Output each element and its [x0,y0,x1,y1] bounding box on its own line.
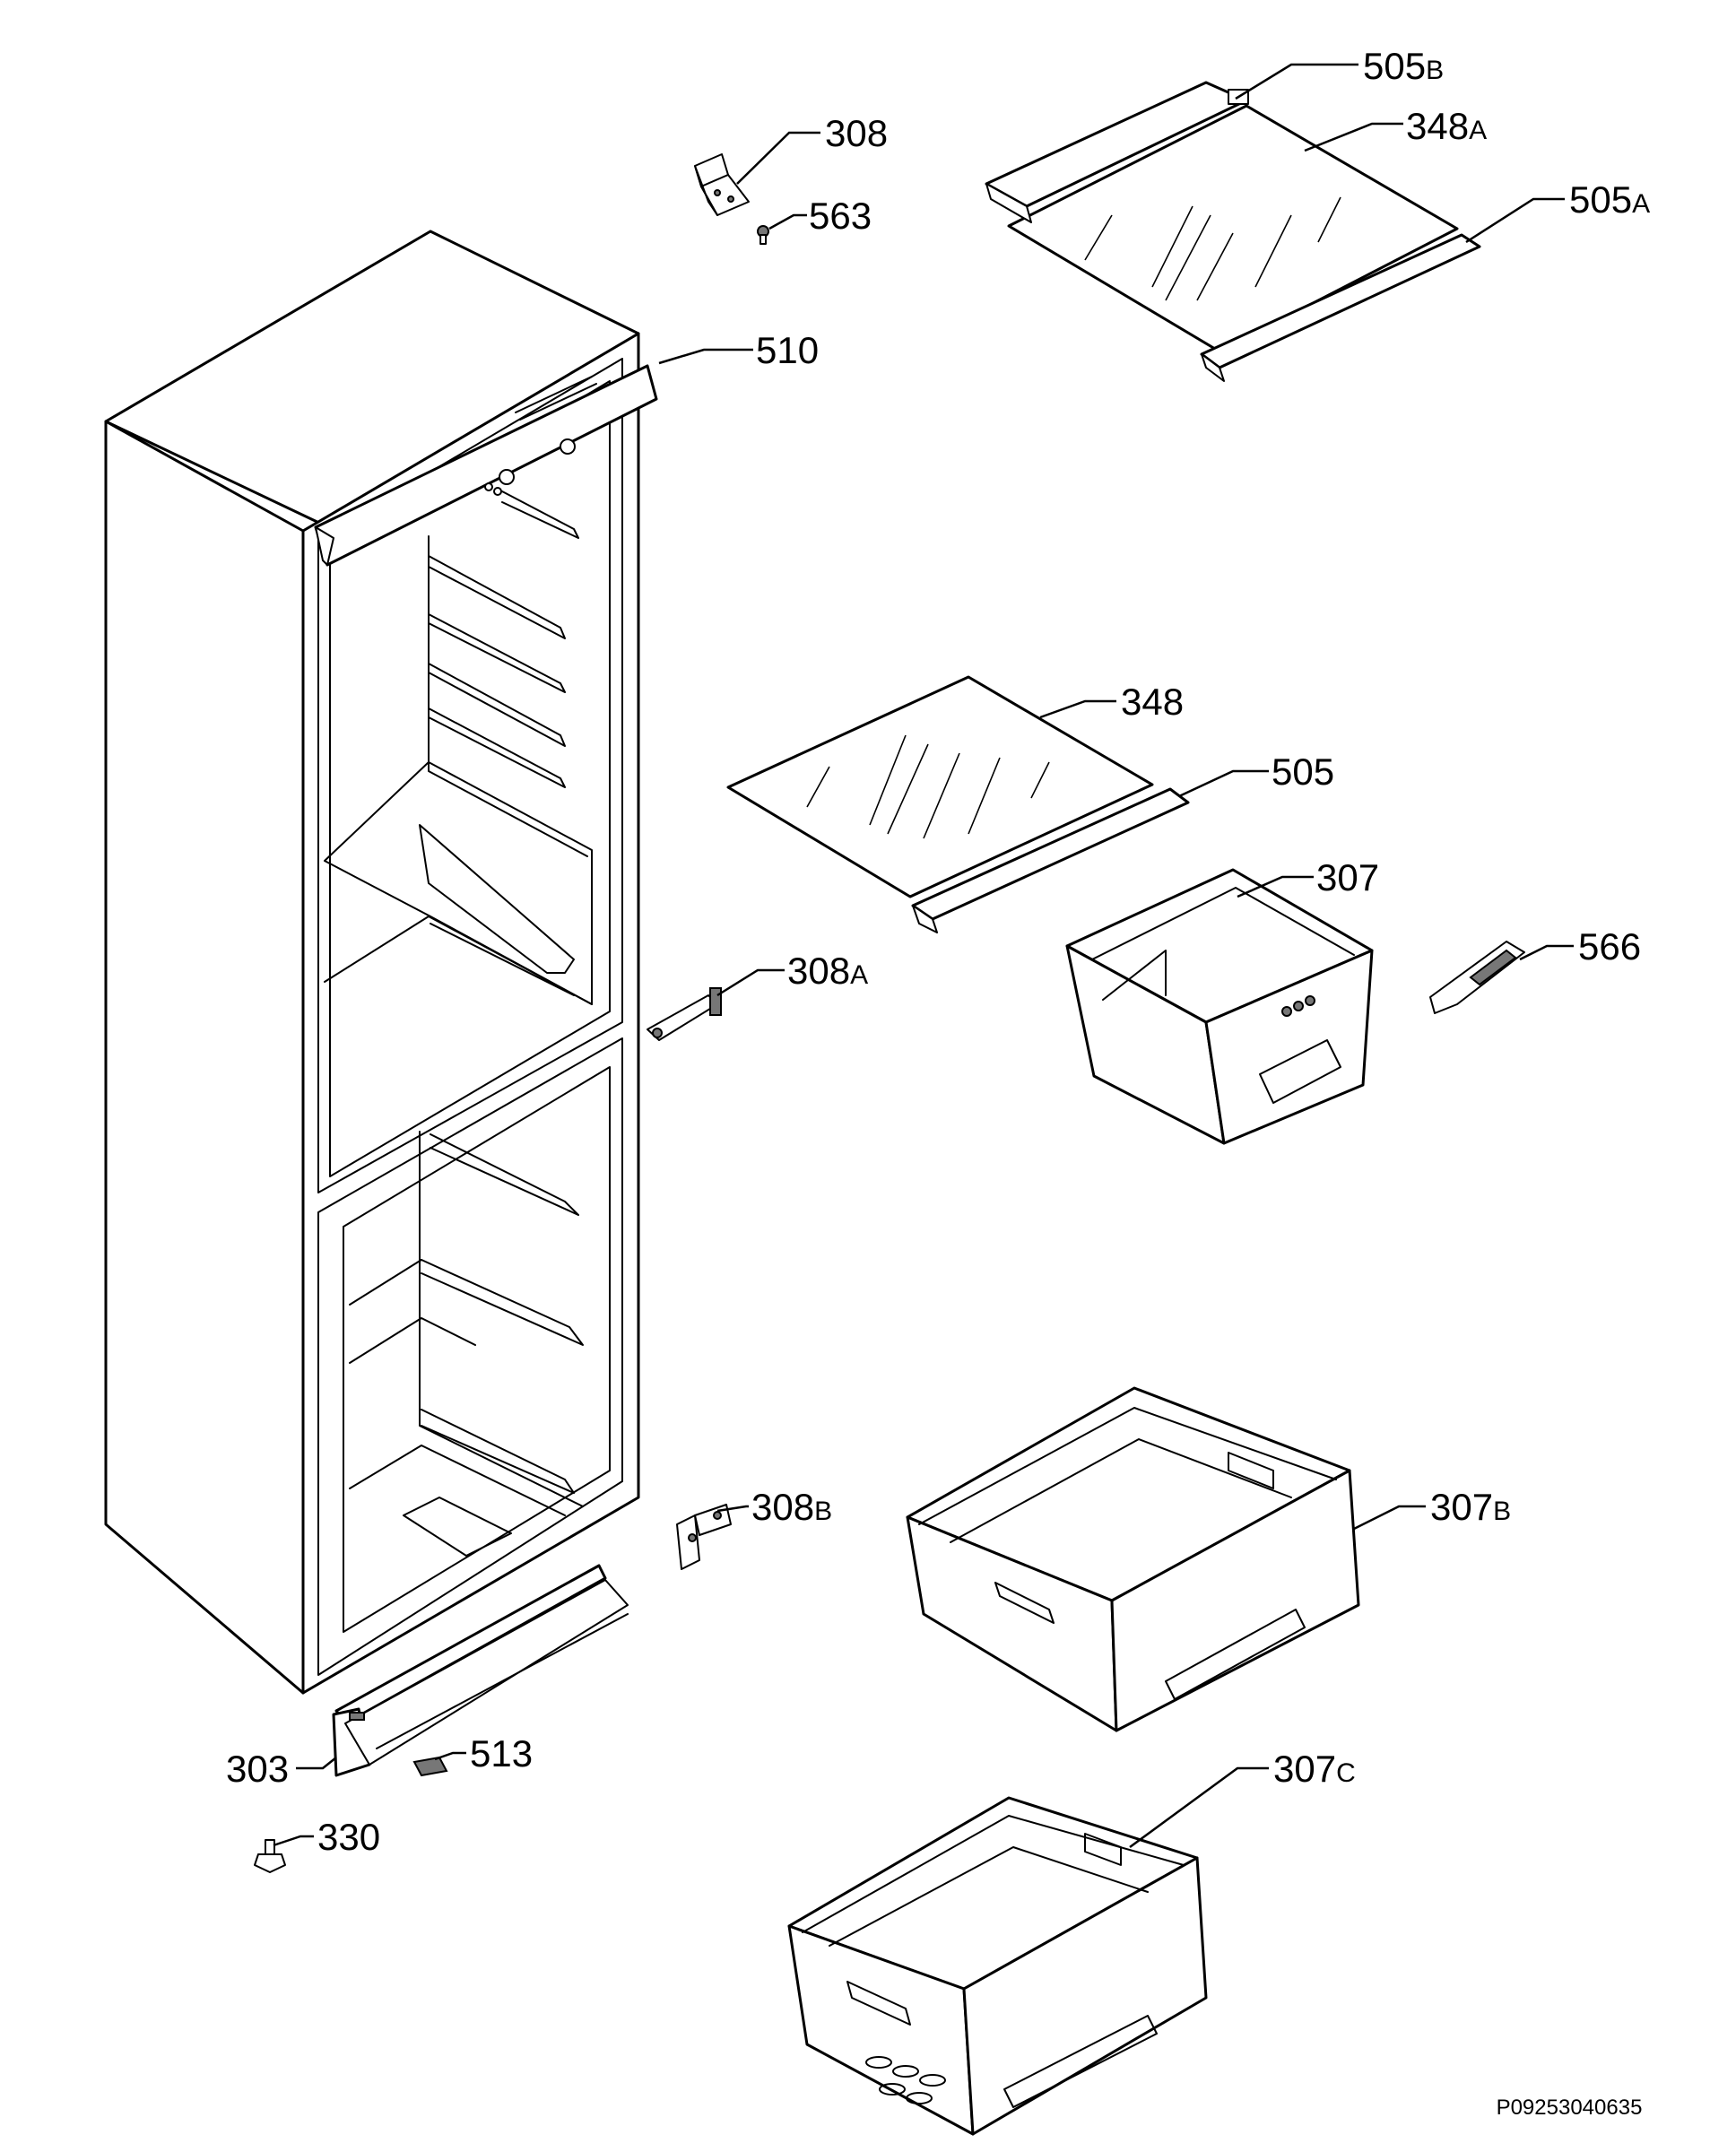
label-505a: 505A [1569,178,1650,221]
crisper-drawer-307 [1065,868,1374,1145]
shelf-rail-505 [911,787,1190,933]
drawing-code: P09253040635 [1497,2096,1643,2120]
hinge-308b [676,1504,732,1570]
label-563: 563 [809,195,872,237]
glass-shelf-348 [726,675,1154,898]
fridge-cabinet [104,230,658,1695]
label-348a: 348A [1406,105,1487,147]
label-348: 348 [1121,681,1184,723]
label-330: 330 [317,1816,380,1858]
shelf-rail-505a [1200,233,1481,382]
hinge-308a [647,987,722,1041]
label-307b: 307B [1430,1486,1511,1528]
adjustable-foot-330 [254,1839,286,1873]
leader-lines [273,63,1574,1849]
label-307: 307 [1316,856,1379,898]
clip-566 [1429,941,1525,1014]
label-510: 510 [756,329,819,371]
hinge-308 [694,153,750,216]
label-308a: 308A [787,950,868,992]
clip-513 [412,1756,448,1777]
label-505b: 505B [1363,45,1444,87]
label-308b: 308B [751,1486,832,1528]
part-labels: 505B 348A 505A 308 563 510 348 505 307 5… [226,45,1650,2120]
screw-563 [757,225,769,245]
glass-shelf-348a [1007,104,1459,353]
label-505: 505 [1272,751,1334,793]
label-303: 303 [226,1748,289,1790]
label-308: 308 [825,112,888,154]
freezer-drawer-307b [906,1386,1360,1732]
freezer-drawer-307c [787,1796,1208,2136]
label-566: 566 [1578,925,1641,968]
kick-plate-303 [332,1564,629,1777]
ice-tray-recesses [865,2056,946,2104]
label-307c: 307C [1273,1748,1356,1790]
label-513: 513 [470,1732,533,1775]
shelf-rails [421,490,584,1494]
